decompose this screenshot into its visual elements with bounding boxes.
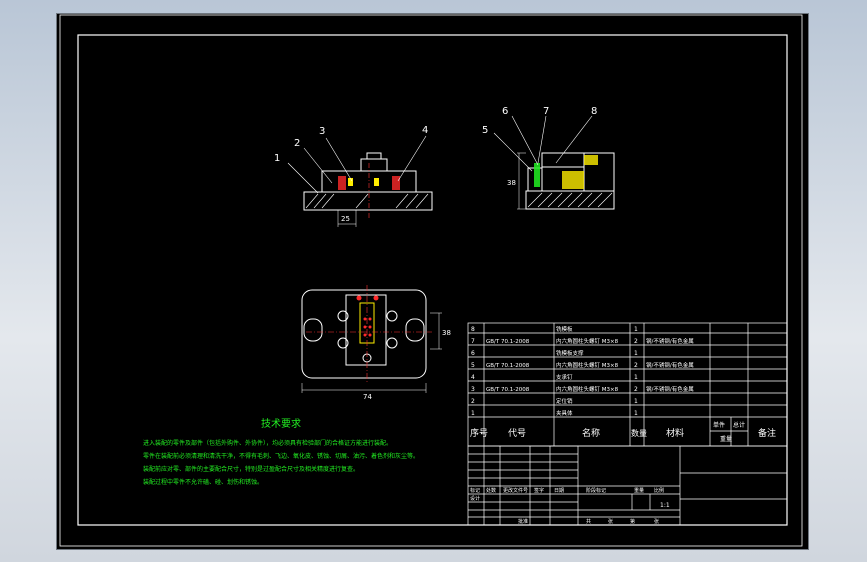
plan-view: [301, 285, 442, 393]
label-3: 3: [319, 126, 325, 137]
label-7: 7: [543, 106, 549, 117]
bom-h-code: 代号: [508, 428, 526, 439]
title-block: [467, 445, 788, 526]
bom-cell-qty: 2: [634, 338, 638, 345]
label-2: 2: [294, 138, 300, 149]
tb-sheet2: 张: [608, 518, 613, 525]
bom-cell-qty: 2: [634, 362, 638, 369]
tb-weight: 重量: [634, 487, 644, 494]
tb-c2: 处数: [486, 487, 496, 494]
bom-h-name: 名称: [582, 427, 600, 439]
bom-cell-code: GB/T 70.1-2008: [486, 363, 530, 369]
tech-line-3: 装配前应对零、部件的主要配合尺寸，特别是过盈配合尺寸及相关精度进行复查。: [143, 465, 359, 473]
bom-cell-qty: 1: [634, 326, 638, 333]
bom-cell-no: 2: [471, 398, 475, 405]
bom-cell-name: 夹具体: [556, 409, 573, 417]
label-5: 5: [482, 125, 488, 136]
tb-stage: 阶段标记: [586, 487, 606, 494]
bom-h-no: 序号: [470, 427, 488, 439]
bom-cell-mat: 钢/不锈钢/有色金属: [646, 337, 694, 345]
dim-plan-v: 38: [442, 329, 451, 337]
bom-cell-no: 8: [471, 326, 475, 333]
bom-cell-no: 4: [471, 374, 475, 381]
side-view: [493, 115, 615, 210]
tb-approve: 批准: [518, 518, 528, 525]
label-1: 1: [274, 153, 280, 164]
label-8: 8: [591, 106, 597, 117]
drawing-sheet: 1 2 3 4 25 5 6 7 8 38: [59, 14, 803, 547]
dim-side: 38: [507, 179, 516, 187]
bom-cell-qty: 1: [634, 374, 638, 381]
tech-title: 技术要求: [261, 417, 301, 430]
tb-c1: 标记: [470, 487, 480, 494]
tb-c4: 签字: [534, 487, 544, 494]
tech-line-2: 零件在装配前必须清理和清洗干净，不得有毛刺、飞边、氧化皮、锈蚀、切屑、油污、着色…: [143, 452, 419, 460]
bom-cell-no: 3: [471, 386, 475, 393]
drawing-frame: [77, 34, 788, 526]
bom-cell-no: 7: [471, 338, 475, 345]
drawing-canvas[interactable]: [56, 13, 809, 550]
bom-cell-name: 内六角圆柱头螺钉 M3×8: [556, 385, 619, 393]
bom-cell-name: 铣模板: [556, 325, 573, 333]
bom-cell-qty: 1: [634, 350, 638, 357]
bom-cell-no: 5: [471, 362, 475, 369]
bom-h-note: 备注: [758, 427, 776, 439]
dim-front: 25: [341, 215, 350, 223]
outer-border: [59, 14, 803, 547]
label-4: 4: [422, 125, 428, 136]
bom-h-qty: 数量: [631, 428, 647, 438]
tb-sheet4: 张: [654, 518, 659, 525]
bom-cell-name: 铣模板支撑: [556, 349, 584, 357]
front-view: [287, 135, 433, 227]
bom-cell-qty: 1: [634, 398, 638, 405]
tb-ratio-val: 1:1: [660, 502, 670, 509]
bom-cell-qty: 2: [634, 386, 638, 393]
bom-h-mat: 材料: [666, 427, 684, 439]
tb-sheet: 共: [586, 518, 591, 525]
label-6: 6: [502, 106, 508, 117]
tb-sheet3: 第: [630, 518, 635, 525]
bom-cell-qty: 1: [634, 410, 638, 417]
bom-h-total: 总计: [733, 421, 745, 429]
bom-cell-no: 1: [471, 410, 475, 417]
tech-line-1: 进入装配的零件及部件（包括外购件、外协件），均必须具有检验部门的合格证方能进行装…: [143, 439, 392, 447]
tech-line-4: 装配过程中零件不允许磕、碰、划伤和锈蚀。: [143, 478, 263, 486]
tb-design: 设计: [470, 495, 480, 502]
bom-h-unit: 单件: [713, 421, 725, 429]
bom-cell-name: 内六角圆柱头螺钉 M3×8: [556, 337, 619, 345]
bom-cell-code: GB/T 70.1-2008: [486, 339, 530, 345]
dim-plan-h: 74: [363, 393, 372, 401]
tb-ratio: 比例: [654, 487, 664, 494]
bom-cell-code: GB/T 70.1-2008: [486, 387, 530, 393]
tb-c5: 日期: [554, 488, 564, 494]
bom-cell-mat: 钢/不锈钢/有色金属: [646, 385, 694, 393]
bom-cell-mat: 钢/不锈钢/有色金属: [646, 361, 694, 369]
bom-cell-no: 6: [471, 350, 475, 357]
tb-c3: 更改文件号: [503, 487, 528, 494]
bom-cell-name: 支承钉: [556, 373, 573, 381]
bom-cell-name: 内六角圆柱头螺钉 M3×8: [556, 361, 619, 369]
bom-h-weight: 重量: [720, 435, 732, 443]
bom-cell-name: 定位销: [556, 397, 573, 405]
